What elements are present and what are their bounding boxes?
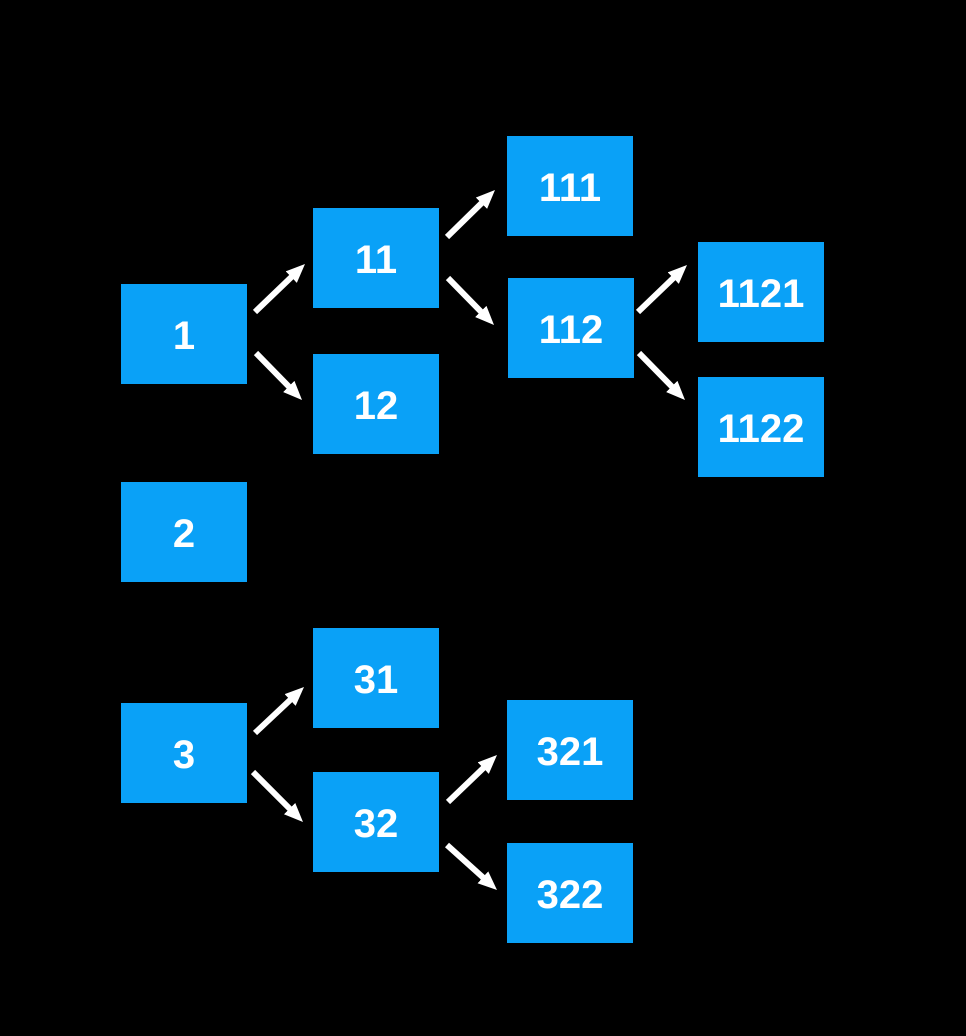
node-label-11: 11 (355, 238, 397, 282)
tree-node-322[interactable]: 322 (507, 843, 633, 943)
edge-arrow-32-to-322 (444, 842, 498, 891)
node-label-321: 321 (537, 730, 604, 774)
tree-node-12[interactable]: 12 (313, 354, 439, 454)
tree-node-3[interactable]: 3 (121, 703, 247, 803)
node-box-1[interactable] (121, 284, 247, 384)
tree-node-31[interactable]: 31 (313, 628, 439, 728)
node-label-2: 2 (173, 512, 195, 556)
tree-node-111[interactable]: 111 (507, 136, 633, 236)
tree-node-32[interactable]: 32 (313, 772, 439, 872)
tree-node-112[interactable]: 112 (508, 278, 634, 378)
node-label-322: 322 (537, 873, 604, 917)
tree-node-2[interactable]: 2 (121, 482, 247, 582)
tree-node-11[interactable]: 11 (313, 208, 439, 308)
node-box-321[interactable] (507, 700, 633, 800)
edge-arrow-11-to-111 (444, 190, 496, 240)
node-box-1121[interactable] (698, 242, 824, 342)
tree-node-1122[interactable]: 1122 (698, 377, 824, 477)
edge-arrow-1-to-12 (253, 350, 303, 401)
node-box-1122[interactable] (698, 377, 824, 477)
edge-arrow-3-to-31 (252, 687, 305, 736)
node-box-111[interactable] (507, 136, 633, 236)
node-label-1121: 1121 (718, 272, 805, 316)
node-label-3: 3 (173, 733, 195, 777)
node-box-112[interactable] (508, 278, 634, 378)
node-box-11[interactable] (313, 208, 439, 308)
tree-node-1[interactable]: 1 (121, 284, 247, 384)
edge-arrow-11-to-112 (445, 275, 495, 326)
node-box-12[interactable] (313, 354, 439, 454)
node-label-32: 32 (354, 802, 399, 846)
node-label-1: 1 (173, 314, 195, 358)
node-box-3[interactable] (121, 703, 247, 803)
node-label-31: 31 (354, 658, 399, 702)
node-box-31[interactable] (313, 628, 439, 728)
node-label-12: 12 (354, 384, 399, 428)
edge-arrow-112-to-1121 (635, 264, 688, 315)
edge-arrow-1-to-11 (252, 263, 305, 315)
node-box-2[interactable] (121, 482, 247, 582)
node-label-111: 111 (539, 166, 601, 210)
tree-node-1121[interactable]: 1121 (698, 242, 824, 342)
node-label-112: 112 (539, 308, 604, 352)
edge-arrow-3-to-32 (250, 769, 303, 822)
edge-arrow-32-to-321 (445, 755, 498, 805)
edge-arrow-112-to-1122 (636, 350, 686, 401)
node-box-322[interactable] (507, 843, 633, 943)
node-label-1122: 1122 (718, 407, 805, 451)
tree-node-321[interactable]: 321 (507, 700, 633, 800)
node-box-32[interactable] (313, 772, 439, 872)
edges-layer (250, 190, 688, 891)
